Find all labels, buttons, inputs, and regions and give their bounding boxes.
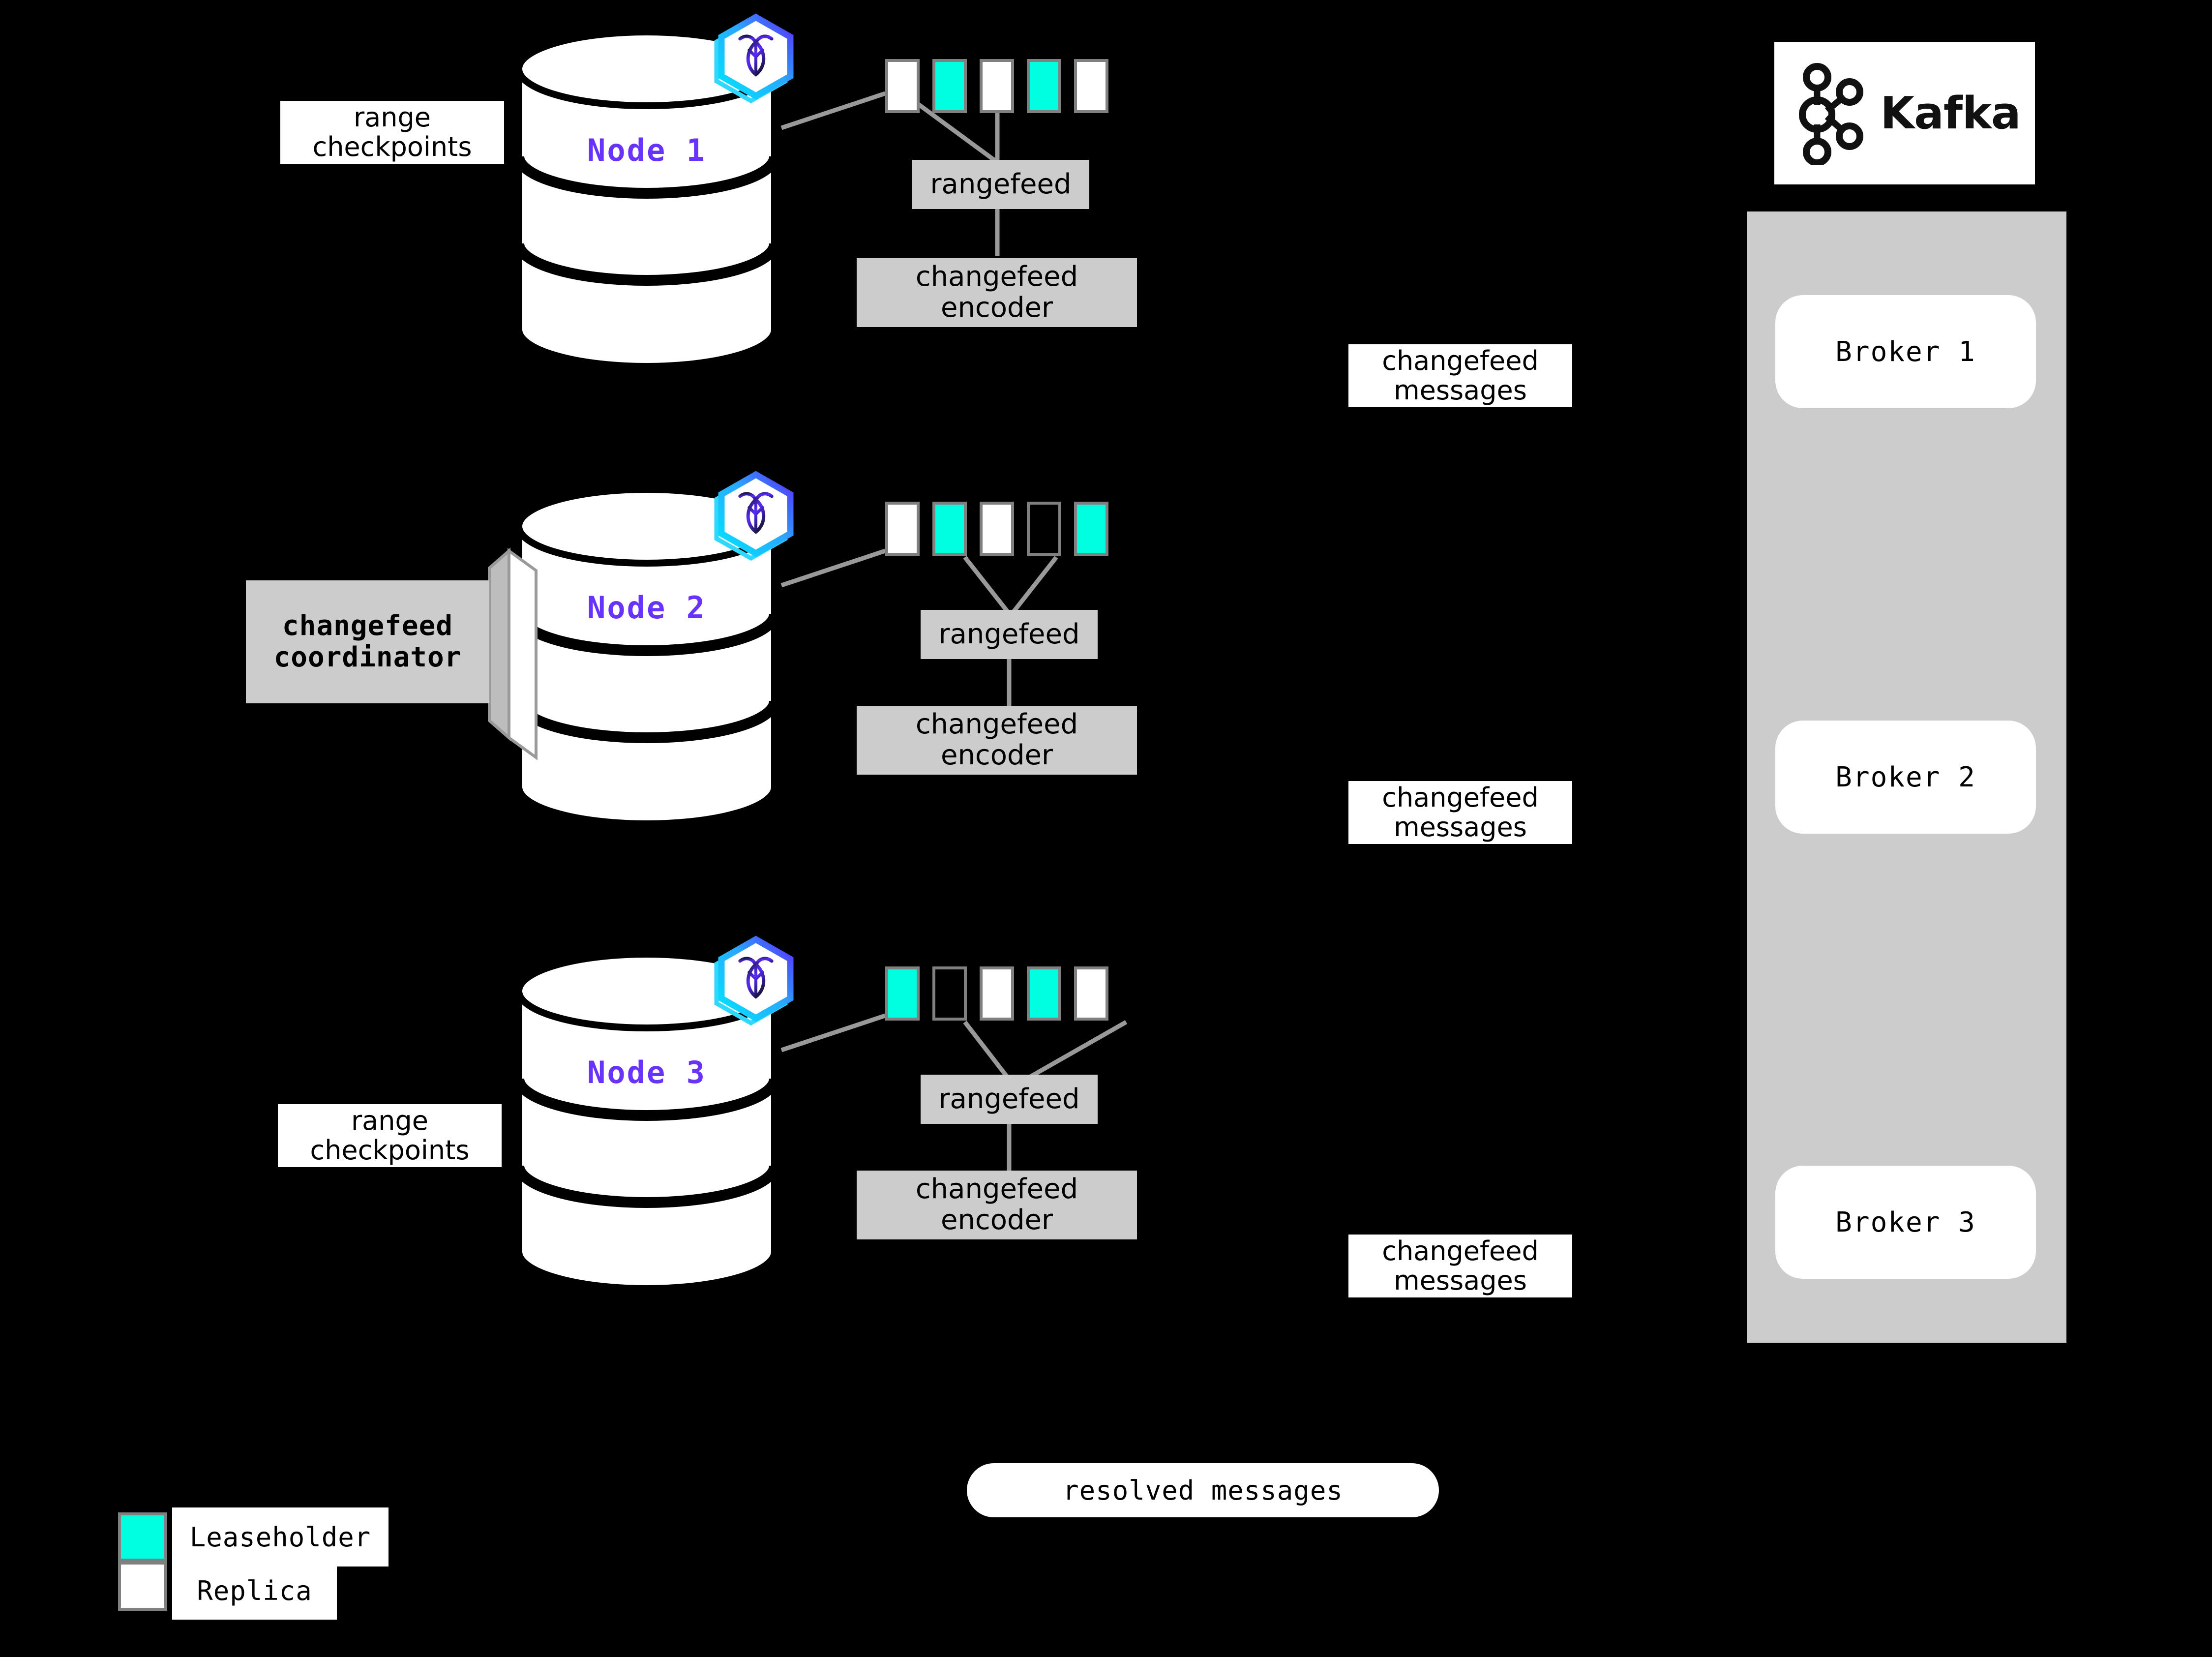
coordinator-line-2: coordinator bbox=[273, 641, 462, 673]
node-3-cylinder bbox=[513, 951, 780, 1292]
range-box-replica[interactable] bbox=[885, 502, 920, 556]
checkpoints-line-2: checkpoints bbox=[310, 1135, 470, 1166]
broker-2-box[interactable]: Broker 2 bbox=[1775, 721, 2036, 834]
range-box-leaseholder[interactable] bbox=[1074, 502, 1108, 556]
node-3-changefeed-encoder-box[interactable]: changefeed encoder bbox=[857, 1171, 1137, 1239]
legend: Leaseholder Replica bbox=[118, 1507, 511, 1626]
cockroachdb-hexagon-icon-node-3 bbox=[714, 935, 794, 1026]
broker-3-box[interactable]: Broker 3 bbox=[1775, 1166, 2036, 1279]
range-box-replica[interactable] bbox=[1074, 966, 1108, 1021]
legend-swatch-replica bbox=[118, 1562, 167, 1611]
changefeed-coordinator-box[interactable]: changefeed coordinator bbox=[246, 580, 489, 703]
kafka-logo-box: Kafka bbox=[1774, 42, 2035, 184]
node-2-label: Node 2 bbox=[587, 589, 706, 626]
node-1-label: Node 1 bbox=[587, 132, 706, 168]
legend-label-replica: Replica bbox=[172, 1562, 337, 1620]
range-box-replica[interactable] bbox=[980, 59, 1014, 113]
node-3-range-checkpoints-label: range checkpoints bbox=[278, 1104, 502, 1167]
encoder-line-2: encoder bbox=[940, 292, 1053, 324]
node-2-rangefeed-box[interactable]: rangefeed bbox=[921, 610, 1098, 659]
checkpoints-line-1: range bbox=[353, 101, 431, 133]
kafka-wordmark: Kafka bbox=[1880, 87, 2021, 139]
node-1-range-checkpoints-label: range checkpoints bbox=[280, 101, 504, 164]
node-2-changefeed-encoder-box[interactable]: changefeed encoder bbox=[857, 706, 1137, 775]
cockroachdb-hexagon-icon-node-2 bbox=[714, 471, 794, 561]
encoder-line-1: changefeed bbox=[915, 1173, 1078, 1205]
changefeed-messages-label-3: changefeed messages bbox=[1348, 1235, 1572, 1297]
encoder-line-1: changefeed bbox=[915, 261, 1078, 293]
node-3-label: Node 3 bbox=[587, 1054, 706, 1090]
changefeed-messages-label-1: changefeed messages bbox=[1348, 344, 1572, 407]
connector-lines bbox=[780, 91, 1128, 1171]
messages-line-2: messages bbox=[1394, 375, 1527, 406]
range-box-leaseholder[interactable] bbox=[932, 59, 967, 113]
range-box-replica[interactable] bbox=[980, 966, 1014, 1021]
messages-line-1: changefeed bbox=[1382, 1235, 1539, 1266]
kafka-logo-icon bbox=[1799, 63, 1864, 165]
range-box-empty[interactable] bbox=[932, 966, 967, 1021]
range-box-replica[interactable] bbox=[980, 502, 1014, 556]
node-1-rangefeed-box[interactable]: rangefeed bbox=[912, 160, 1089, 209]
checkpoints-line-1: range bbox=[351, 1105, 429, 1136]
node-1-cylinder bbox=[513, 29, 780, 370]
legend-label-leaseholder: Leaseholder bbox=[172, 1507, 389, 1567]
node-3-range-strip bbox=[885, 966, 1141, 1021]
node-1-range-strip bbox=[885, 59, 1141, 113]
encoder-line-2: encoder bbox=[940, 739, 1053, 771]
resolved-messages-pill[interactable]: resolved messages bbox=[967, 1463, 1439, 1517]
changefeed-messages-label-2: changefeed messages bbox=[1348, 781, 1572, 844]
range-box-replica[interactable] bbox=[1074, 59, 1108, 113]
range-box-leaseholder[interactable] bbox=[932, 502, 967, 556]
node-3-rangefeed-box[interactable]: rangefeed bbox=[921, 1075, 1098, 1124]
encoder-line-1: changefeed bbox=[915, 708, 1078, 741]
range-box-replica[interactable] bbox=[885, 59, 920, 113]
messages-line-2: messages bbox=[1394, 1265, 1527, 1296]
messages-line-1: changefeed bbox=[1382, 345, 1539, 376]
range-box-leaseholder[interactable] bbox=[1027, 59, 1061, 113]
cockroachdb-hexagon-icon-node-1 bbox=[714, 13, 794, 104]
broker-1-box[interactable]: Broker 1 bbox=[1775, 295, 2036, 408]
range-box-empty[interactable] bbox=[1027, 502, 1061, 556]
messages-line-2: messages bbox=[1394, 812, 1527, 843]
range-box-leaseholder[interactable] bbox=[1027, 966, 1061, 1021]
coordinator-line-1: changefeed bbox=[282, 609, 453, 642]
kafka-inbound-arrow-icon bbox=[2063, 325, 2095, 355]
coordinator-pointer bbox=[488, 547, 538, 760]
messages-line-1: changefeed bbox=[1382, 782, 1539, 813]
checkpoints-line-2: checkpoints bbox=[312, 131, 472, 162]
node-1-changefeed-encoder-box[interactable]: changefeed encoder bbox=[857, 258, 1137, 327]
range-box-leaseholder[interactable] bbox=[885, 966, 920, 1021]
encoder-line-2: encoder bbox=[940, 1204, 1053, 1236]
node-2-range-strip bbox=[885, 502, 1141, 556]
legend-swatch-leaseholder bbox=[118, 1512, 167, 1562]
